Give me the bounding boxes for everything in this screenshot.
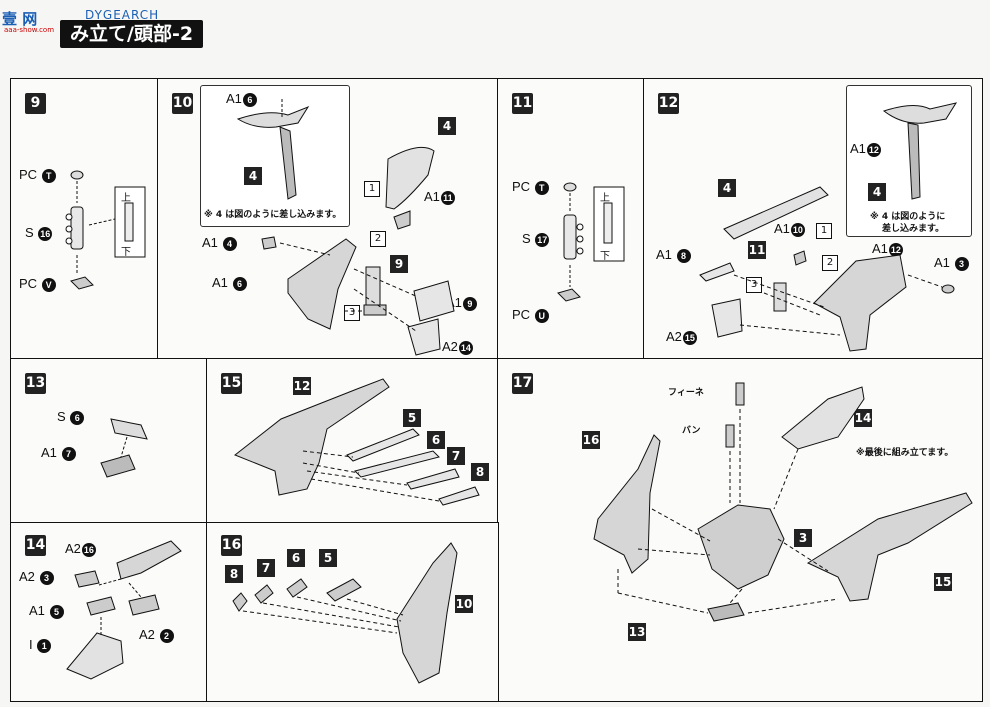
step-17-panel: 17 フィーネ バン 16 14 ※最後に組み立てます。 3 15 13 [497,358,983,702]
step-number: 14 [25,535,46,556]
step-16-panel: 16 8 7 6 5 10 [206,522,499,702]
part-number: 16 [582,431,600,449]
part-number: 11 [748,241,766,259]
step-14-diagram [66,540,182,680]
part-label: PC U [512,307,549,323]
part-number: 4 [718,179,736,197]
part-number: 5 [403,409,421,427]
part-number: 4 [244,167,262,185]
part-label: A2 2 [139,627,174,643]
sequence-box: 2 [370,231,386,247]
part-label: A1 7 [41,445,76,461]
part-number: 9 [390,255,408,273]
part-number: 3 [794,529,812,547]
part-label: PC V [19,276,56,292]
part-label: S 6 [57,409,85,425]
site-logo-english: DYGEARCH [85,8,160,22]
part-number: 13 [628,623,646,641]
step-number: 10 [172,93,193,114]
part-number: 7 [447,447,465,465]
step-13-panel: 13 S 6 A1 7 [10,358,208,524]
part-label: S 17 [522,231,550,247]
step-10-diagram [236,99,455,356]
step-15-diagram [234,378,480,506]
sequence-box: 1 [816,223,832,239]
step-9-panel: 9 PC T S 16 PC V 上 下 [10,78,159,360]
down-label: 下 [121,247,131,258]
step-number: 12 [658,93,679,114]
part-label: PC T [512,179,549,195]
step-number: 13 [25,373,46,394]
part-number: 14 [854,409,872,427]
page-title: み立て/頭部-2 [60,20,204,48]
part-number: 8 [471,463,489,481]
step-number: 9 [25,93,46,114]
part-number: 10 [455,595,473,613]
step-15-panel: 15 12 5 6 7 8 [206,358,499,524]
site-logo: 壹 网 [2,10,38,28]
part-number: 15 [934,573,952,591]
step-13-diagram [100,418,148,478]
sequence-box: 2 [822,255,838,271]
detail-inset [200,85,350,227]
part-number: 7 [257,559,275,577]
step-11-diagram [557,182,625,302]
site-logo-subtext: aaa-show.com [4,26,55,34]
step-12-diagram [699,102,958,352]
part-number: 4 [868,183,886,201]
up-label: 上 [600,193,610,204]
insert-note: ※ 4 は図のように [870,212,946,222]
part-number: 8 [225,565,243,583]
part-number: 6 [427,431,445,449]
insert-note: 差し込みます。 [882,224,945,234]
part-label: I 1 [29,637,52,653]
sequence-box: 1 [364,181,380,197]
up-label: 上 [121,193,131,204]
part-number: 6 [287,549,305,567]
part-number: 5 [319,549,337,567]
figure-label-fine: フィーネ [668,388,704,398]
part-label: A1 5 [29,603,64,619]
insert-note: ※ 4 は図のように差し込みます。 [204,210,342,220]
assembly-note: ※最後に組み立てます。 [856,448,954,458]
part-number: 12 [293,377,311,395]
part-label: A2 3 [19,569,54,585]
figure-label-van: バン [682,426,701,436]
step-11-panel: 11 PC T S 17 PC U 上 下 [497,78,645,360]
step-number: 15 [221,373,242,394]
sequence-box: 3 [344,305,360,321]
step-number: 17 [512,373,533,394]
step-9-diagram [65,170,146,290]
down-label: 下 [600,251,610,262]
part-label: A1 8 [656,247,691,263]
part-label: PC T [19,167,56,183]
part-label: S 16 [25,225,53,241]
step-number: 16 [221,535,242,556]
step-number: 11 [512,93,533,114]
part-label: A1 4 [202,235,237,251]
part-label: A1 6 [212,275,247,291]
step-16-diagram [232,542,458,684]
part-label: A1 3 [934,255,969,271]
part-number: 4 [438,117,456,135]
header: 壹 网 aaa-show.com DYGEARCH み立て/頭部-2 [0,6,990,48]
step-17-diagram [593,382,973,622]
